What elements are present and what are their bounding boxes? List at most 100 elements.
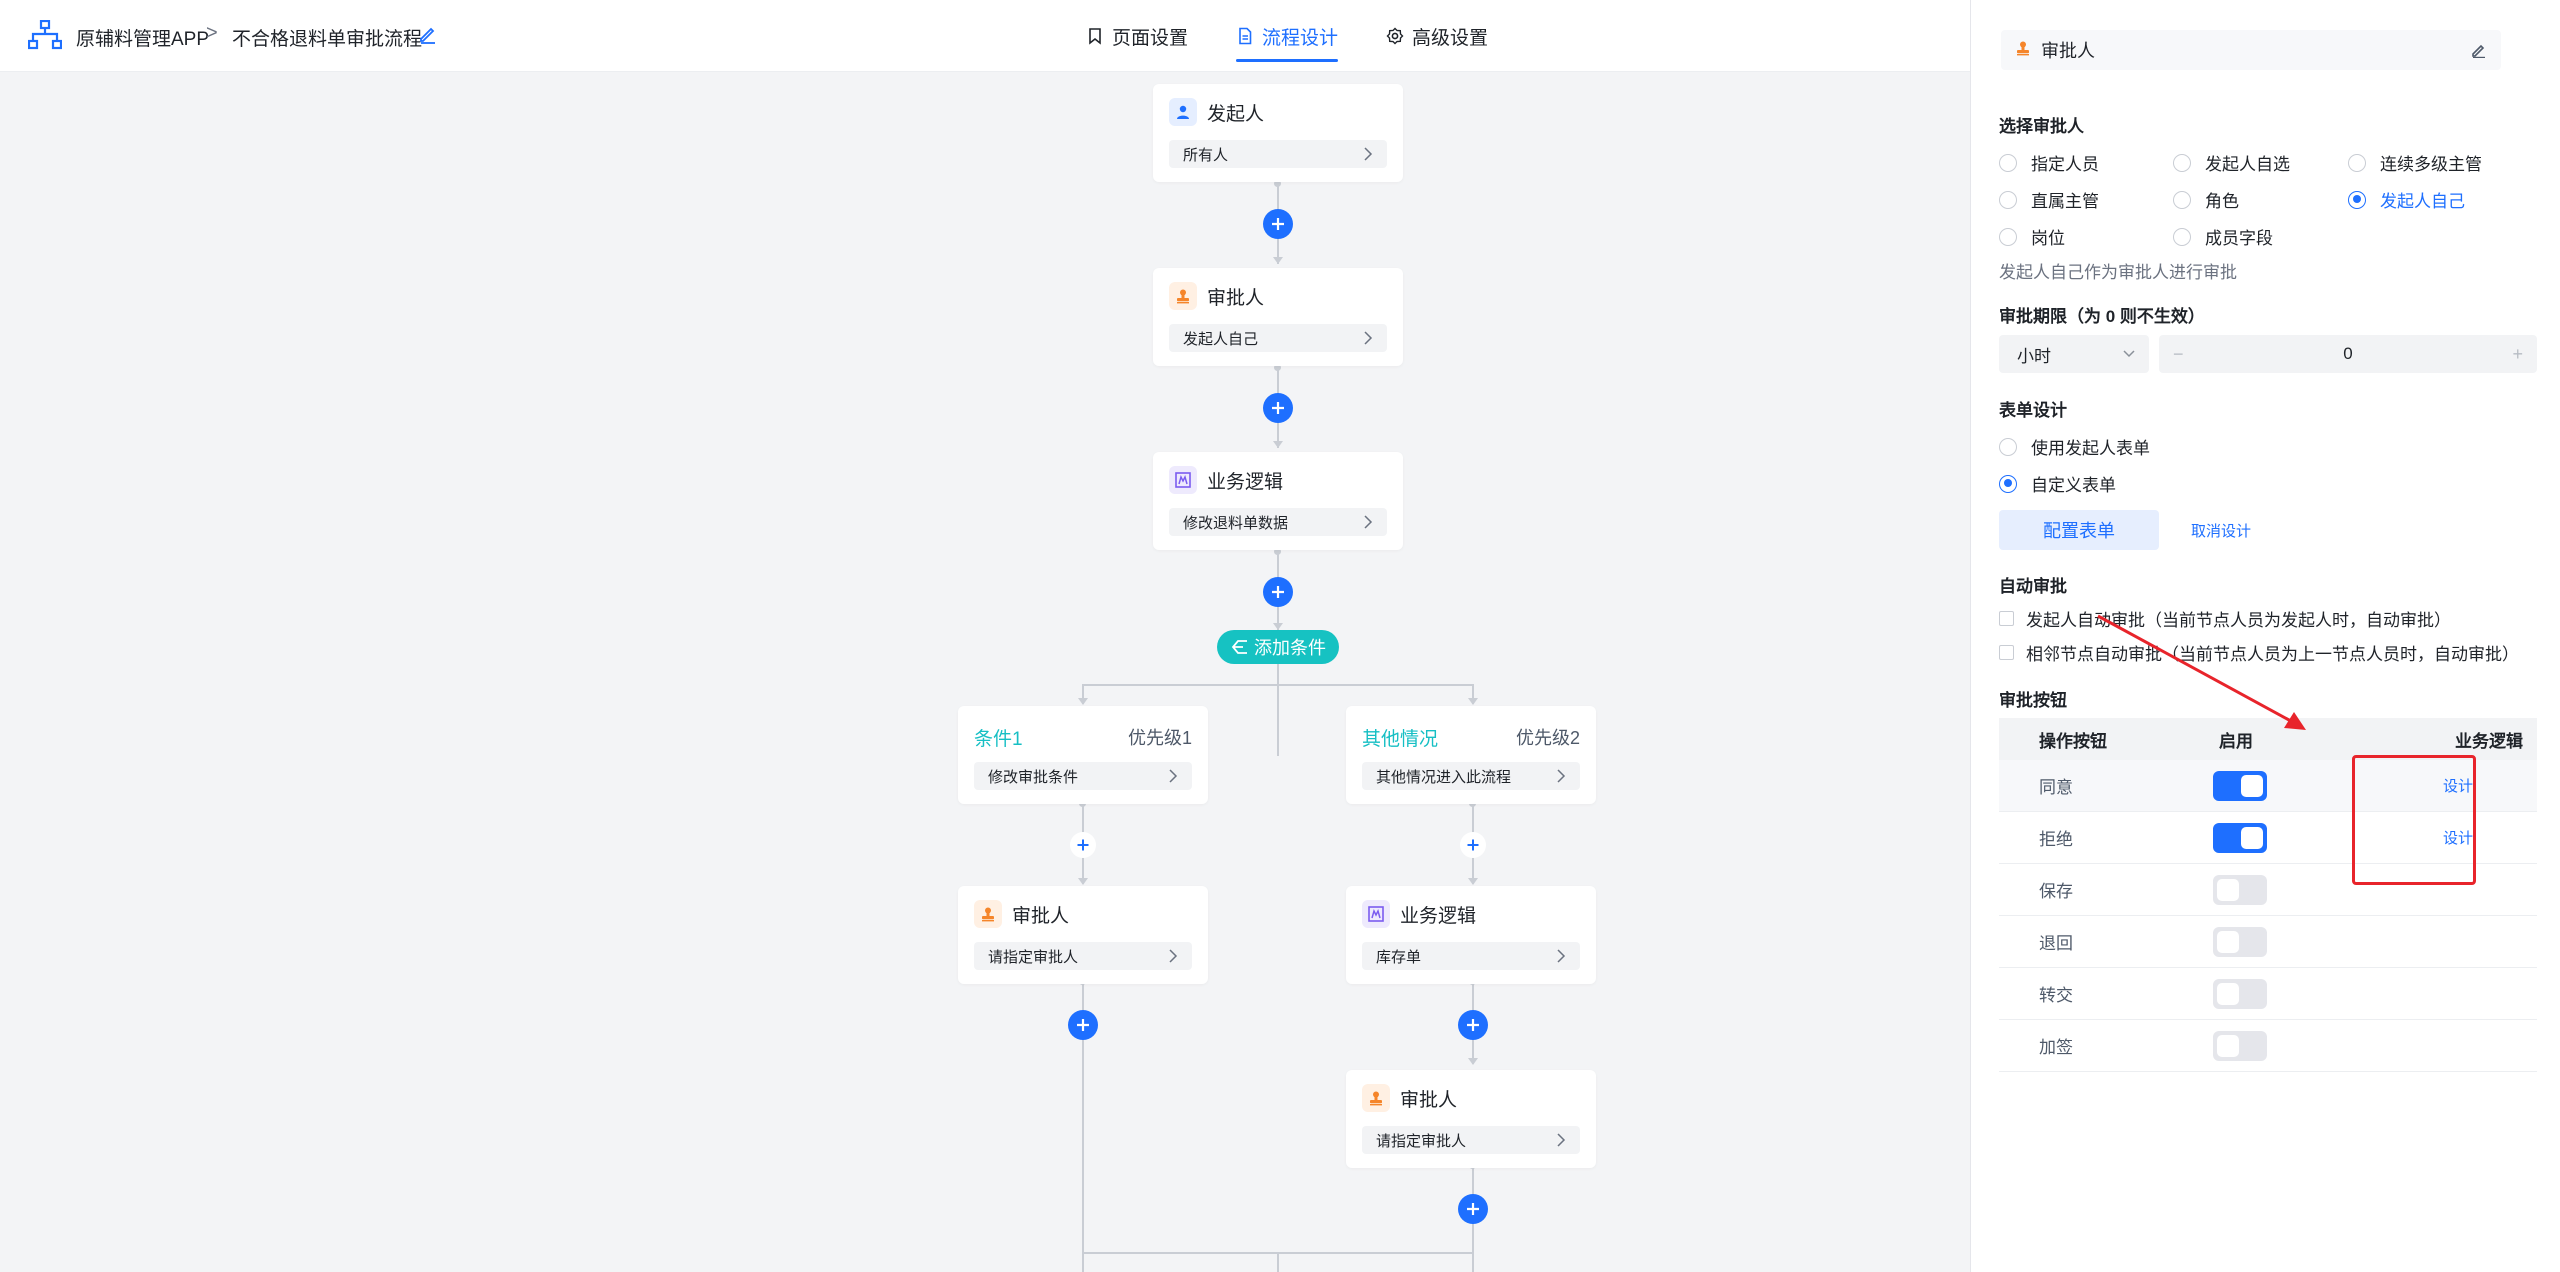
chevron-right-icon [1364, 331, 1373, 345]
radio-label: 角色 [2205, 192, 2239, 211]
chevron-right-icon [1557, 1133, 1566, 1147]
plus-icon [1272, 218, 1284, 230]
radio-circle [2348, 153, 2366, 172]
stepper-increment[interactable]: + [2512, 343, 2523, 364]
table-row: 保存 [1999, 864, 2537, 916]
auto-approve-heading: 自动审批 [1999, 577, 2067, 596]
radio-role[interactable]: 角色 [2173, 187, 2239, 212]
tab-page-settings[interactable]: 页面设置 [1086, 0, 1188, 72]
radio-direct-manager[interactable]: 直属主管 [1999, 187, 2099, 212]
radio-custom-form[interactable]: 自定义表单 [1999, 471, 2116, 496]
node-body[interactable]: 请指定审批人 [974, 942, 1192, 970]
deadline-unit-select[interactable]: 小时 [1999, 335, 2149, 373]
radio-multi-level-manager[interactable]: 连续多级主管 [2348, 150, 2482, 175]
edit-icon[interactable] [418, 24, 438, 44]
condition-node-other[interactable]: 其他情况 优先级2 其他情况进入此流程 [1346, 706, 1596, 804]
node-body-text: 修改退料单数据 [1183, 514, 1289, 532]
config-form-button[interactable]: 配置表单 [1999, 510, 2159, 550]
gear-icon [1386, 27, 1404, 45]
table-row: 退回 [1999, 916, 2537, 968]
node-body[interactable]: 其他情况进入此流程 [1362, 762, 1580, 790]
approver-node[interactable]: 审批人 请指定审批人 [958, 886, 1208, 984]
node-body[interactable]: 修改审批条件 [974, 762, 1192, 790]
radio-label: 直属主管 [2031, 192, 2099, 211]
node-title: 发起人 [1207, 103, 1265, 125]
add-node-button[interactable] [1263, 577, 1293, 607]
add-node-button[interactable] [1263, 209, 1293, 239]
tab-label: 流程设计 [1262, 27, 1339, 49]
plus-icon [1467, 1019, 1479, 1031]
checkbox-adjacent-auto[interactable]: 相邻节点自动审批（当前节点人员为上一节点人员时，自动审批） [1999, 640, 2519, 665]
app-name-breadcrumb[interactable]: 原辅料管理APP [76, 29, 210, 50]
logic-icon [1169, 466, 1197, 494]
business-logic-node[interactable]: 业务逻辑 修改退料单数据 [1153, 452, 1403, 550]
radio-label: 连续多级主管 [2380, 155, 2482, 174]
plus-icon [1077, 1019, 1089, 1031]
enable-switch[interactable] [2213, 1030, 2267, 1061]
radio-label: 发起人自己 [2380, 192, 2465, 211]
chevron-right-icon [1364, 515, 1373, 529]
deadline-stepper[interactable]: − 0 + [2159, 335, 2537, 373]
header-enabled: 启用 [2219, 731, 2253, 751]
business-logic-node[interactable]: 业务逻辑 库存单 [1346, 886, 1596, 984]
table-row: 拒绝 设计 [1999, 812, 2537, 864]
node-body[interactable]: 库存单 [1362, 942, 1580, 970]
checkbox-box [1999, 611, 2014, 626]
radio-circle [2173, 153, 2191, 172]
tab-flow-design[interactable]: 流程设计 [1236, 0, 1339, 72]
radio-circle [2173, 190, 2191, 209]
approver-node[interactable]: 审批人 发起人自己 [1153, 268, 1403, 366]
radio-circle [1999, 227, 2017, 246]
add-node-button[interactable] [1458, 1194, 1488, 1224]
add-node-button[interactable] [1460, 832, 1486, 858]
add-node-button[interactable] [1070, 832, 1096, 858]
arrow-head [1273, 441, 1283, 448]
tab-advanced-settings[interactable]: 高级设置 [1386, 0, 1488, 72]
condition-node-1[interactable]: 条件1 优先级1 修改审批条件 [958, 706, 1208, 804]
enable-switch[interactable] [2213, 926, 2267, 957]
node-header: 业务逻辑 [1362, 900, 1476, 928]
stepper-decrement[interactable]: − [2173, 343, 2184, 364]
node-body-text: 其他情况进入此流程 [1376, 768, 1512, 786]
enable-switch[interactable] [2213, 874, 2267, 905]
stepper-value[interactable]: 0 [2343, 344, 2353, 363]
enable-switch[interactable] [2213, 822, 2267, 853]
enable-switch[interactable] [2213, 770, 2267, 801]
connector-dot [1274, 364, 1281, 371]
start-node[interactable]: 发起人 所有人 [1153, 84, 1403, 182]
plus-icon [1467, 839, 1479, 851]
edit-icon[interactable] [2471, 42, 2487, 58]
node-title: 业务逻辑 [1207, 471, 1284, 493]
node-body[interactable]: 所有人 [1169, 140, 1387, 168]
radio-member-field[interactable]: 成员字段 [2173, 224, 2273, 249]
approver-node[interactable]: 审批人 请指定审批人 [1346, 1070, 1596, 1168]
branch-line [1082, 684, 1474, 686]
stamp-icon [1362, 1084, 1390, 1112]
node-body[interactable]: 发起人自己 [1169, 324, 1387, 352]
add-node-button[interactable] [1068, 1010, 1098, 1040]
add-condition-button[interactable]: 添加条件 [1217, 630, 1339, 664]
plus-icon [1272, 402, 1284, 414]
connector-dot [1274, 180, 1281, 187]
checkbox-initiator-auto[interactable]: 发起人自动审批（当前节点人员为发起人时，自动审批） [1999, 606, 2451, 631]
row-name: 拒绝 [2039, 830, 2073, 849]
node-body[interactable]: 修改退料单数据 [1169, 508, 1387, 536]
cancel-design-link[interactable]: 取消设计 [2191, 523, 2252, 540]
user-icon [1169, 98, 1197, 126]
node-body[interactable]: 请指定审批人 [1362, 1126, 1580, 1154]
radio-specified-person[interactable]: 指定人员 [1999, 150, 2099, 175]
design-link[interactable]: 设计 [2443, 830, 2474, 847]
node-title: 审批人 [1207, 287, 1265, 309]
design-link[interactable]: 设计 [2443, 778, 2474, 795]
node-body-text: 库存单 [1376, 948, 1422, 966]
radio-initiator-select[interactable]: 发起人自选 [2173, 150, 2290, 175]
plus-icon [1077, 839, 1089, 851]
radio-use-initiator-form[interactable]: 使用发起人表单 [1999, 434, 2150, 459]
radio-initiator-self[interactable]: 发起人自己 [2348, 187, 2465, 212]
radio-position[interactable]: 岗位 [1999, 224, 2065, 249]
connector-dot [1274, 548, 1281, 555]
add-node-button[interactable] [1458, 1010, 1488, 1040]
add-node-button[interactable] [1263, 393, 1293, 423]
enable-switch[interactable] [2213, 978, 2267, 1009]
connector-line [1082, 982, 1084, 1272]
